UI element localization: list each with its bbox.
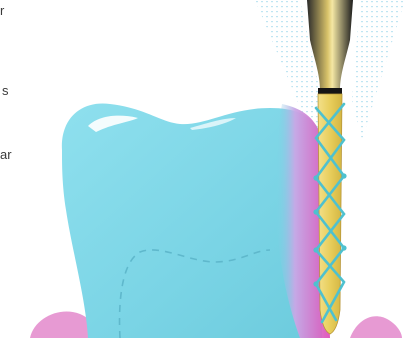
gum-right [350, 316, 402, 338]
dental-file-collar [318, 88, 342, 94]
irrigation-spray-right [352, 0, 405, 140]
